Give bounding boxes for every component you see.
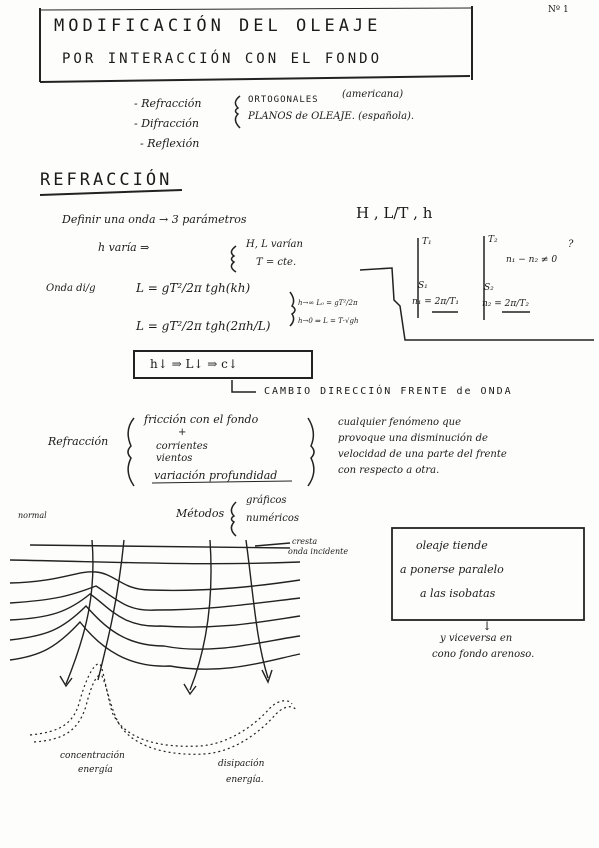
eq-limit-1: h→∞ L₀ = gT²/2π [298, 299, 358, 307]
intro-item-reflexion: - Reflexión [140, 137, 200, 150]
chain-equation: h↓ ⇒ L↓ ⇒ c↓ [150, 357, 238, 371]
period-neq: n₁ − n₂ ≠ 0 [506, 255, 558, 265]
defs-line-2: h varía ⇒ [98, 241, 150, 254]
eq-limit-2: h→0 ⇒ L = T·√gh [298, 317, 359, 325]
title-line-1: MODIFICACIÓN DEL OLEAJE [54, 16, 382, 36]
refraction-diagram [9, 539, 301, 696]
defs-line-1: Definir una onda → 3 parámetros [62, 213, 247, 226]
section-underline [39, 189, 183, 196]
causes-brace-right [307, 417, 315, 487]
defs-brace-a: H, L varían [246, 239, 303, 250]
tendency-box [391, 527, 585, 621]
defs-params: H , L/T , h [356, 204, 433, 222]
diagram-crest-label: cresta [292, 537, 318, 546]
causes-note-1: cualquier fenómeno que [338, 417, 461, 428]
title-frame [39, 6, 473, 83]
after-arrow: ↓ [482, 619, 493, 633]
cambio-arrow [231, 380, 256, 393]
tendency-line-3: a las isobatas [420, 587, 496, 600]
period-question: ? [568, 239, 574, 250]
after-line-1: y viceversa en [440, 633, 513, 644]
cause-friction: fricción con el fondo [144, 413, 259, 426]
causes-note-3: velocidad de una parte del frente [338, 449, 507, 460]
methods-numericos: numéricos [246, 513, 300, 524]
diagram-dissipation-1: disipación [218, 759, 265, 769]
page-number: Nº 1 [548, 5, 569, 15]
causes-note-4: con respecto a otra. [338, 465, 440, 476]
diagram-dissipation-2: energía. [226, 775, 264, 785]
diagram-corner-label: normal [18, 511, 47, 520]
period-sketch [359, 236, 594, 341]
defs-brace-b: T = cte. [256, 257, 297, 268]
period-n1: n₁ = 2π/T₁ [412, 297, 459, 307]
tendency-line-2: a ponerse paralelo [400, 563, 504, 576]
diagram-incident-label: onda incidente [288, 547, 349, 556]
intro-item-difraccion: - Difracción [134, 117, 199, 130]
eq-brace [289, 291, 296, 327]
causes-brace-left [127, 417, 135, 487]
title-line-2: POR INTERACCIÓN CON EL FONDO [62, 51, 383, 67]
period-n2: n₂ = 2π/T₂ [482, 299, 529, 309]
chain-box [133, 350, 313, 379]
period-s2: S₂ [484, 283, 494, 293]
ortho-note: (americana) [342, 89, 404, 100]
intro-brace [234, 95, 241, 129]
eq-1: L = gT²/2π tgh(kh) [136, 281, 251, 295]
methods-graficos: gráficos [246, 495, 287, 506]
causes-note-2: provoque una disminución de [338, 433, 488, 444]
shoreline-hatch [29, 663, 297, 755]
wave-label: Onda di/g [46, 283, 96, 294]
after-line-2: cono fondo arenoso. [432, 649, 535, 660]
diagram-concentration-2: energía [78, 765, 113, 775]
defs-brace [230, 245, 237, 273]
variation-underline [151, 480, 293, 484]
period-t2: T₂ [488, 235, 498, 245]
methods-label: Métodos [176, 507, 225, 520]
methods-brace [230, 501, 237, 537]
period-t1: T₁ [422, 237, 432, 247]
diagram-concentration-1: concentración [60, 751, 125, 761]
intro-item-refraccion: - Refracción [134, 97, 202, 110]
eq-2: L = gT²/2π tgh(2πh/L) [136, 319, 271, 333]
cause-plus: + [178, 427, 187, 438]
section-title: REFRACCIÓN [40, 170, 173, 190]
cause-variation: variación profundidad [154, 469, 278, 482]
ortho-label: ORTOGONALES [248, 95, 319, 105]
period-s1: S₁ [418, 281, 428, 291]
cause-vientos: vientos [156, 453, 193, 464]
planos-label: PLANOS de OLEAJE. (española). [248, 111, 415, 122]
tendency-line-1: oleaje tiende [416, 539, 488, 552]
causes-label: Refracción [48, 435, 109, 448]
cambio-direccion: CAMBIO DIRECCIÓN FRENTE de ONDA [264, 386, 513, 397]
cause-corrientes: corrientes [156, 441, 208, 452]
